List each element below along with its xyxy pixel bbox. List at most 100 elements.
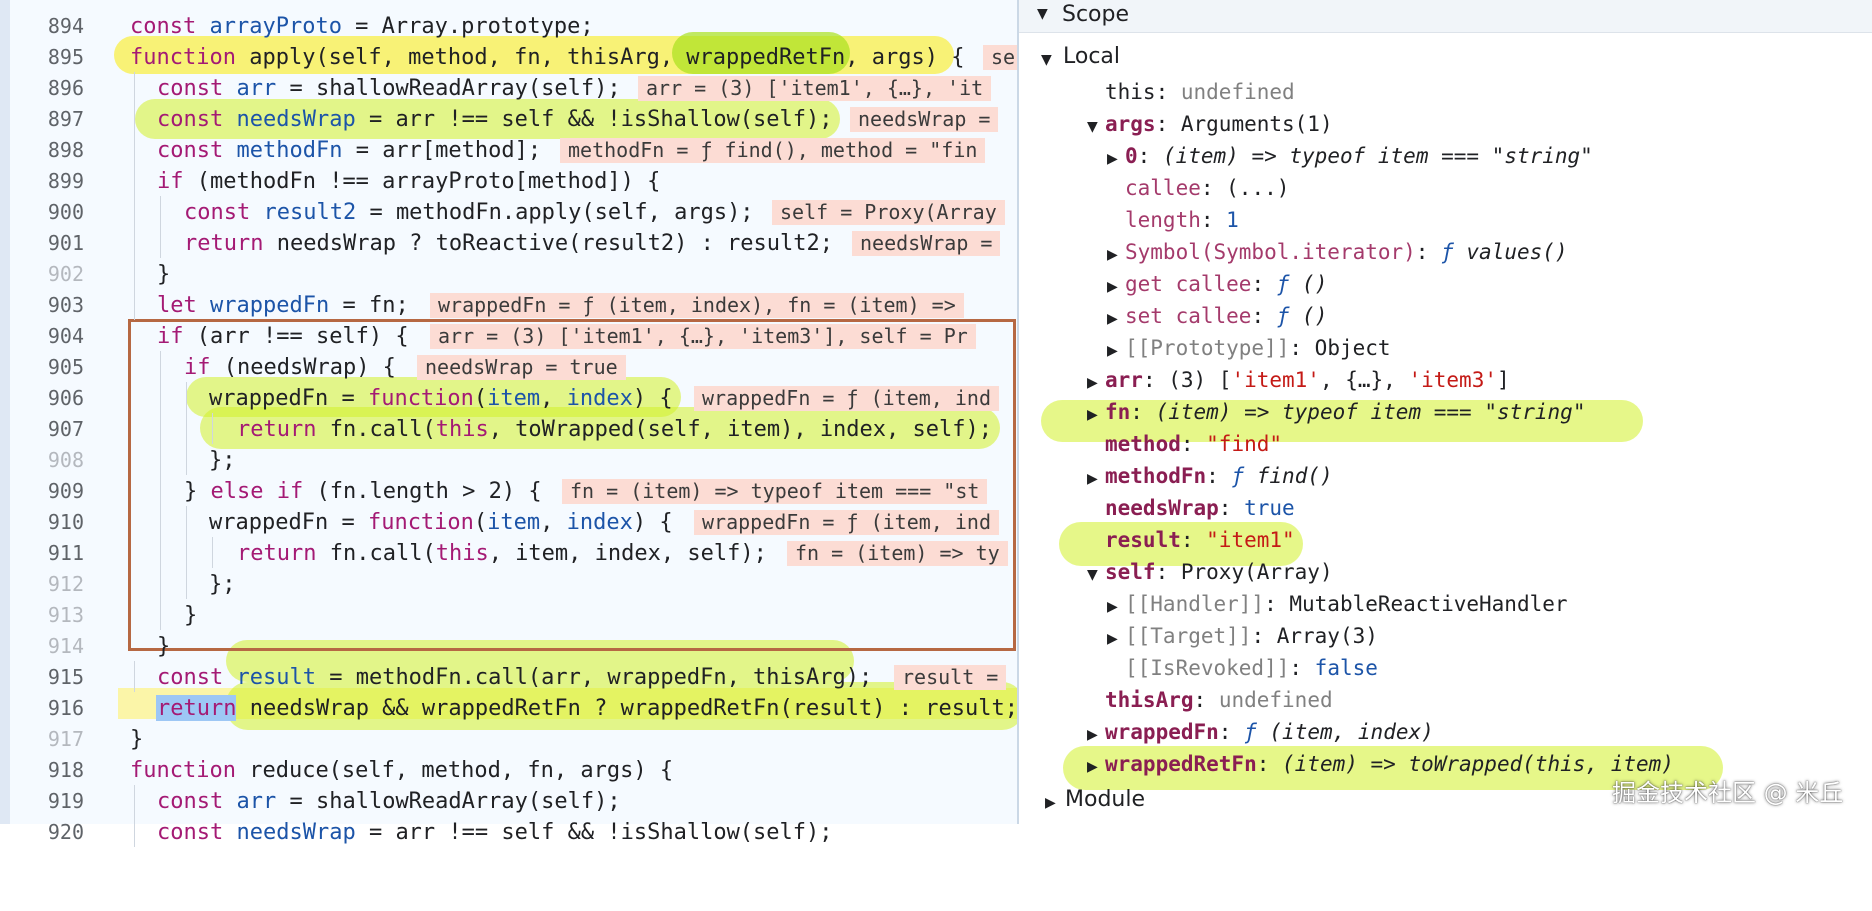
line-number[interactable]: 904: [47, 324, 84, 348]
line-number[interactable]: 907: [47, 417, 84, 441]
scope-var-method[interactable]: method: "find": [1105, 432, 1283, 456]
scope-var-args[interactable]: ▼ args: Arguments(1): [1087, 112, 1333, 136]
line-number[interactable]: 917: [47, 727, 84, 751]
code-line[interactable]: 896 const arr = shallowReadArray(self); …: [0, 72, 1018, 103]
code-line[interactable]: 904 if (arr !== self) { arr = (3) ['item…: [0, 320, 1018, 351]
code-line[interactable]: 901 return needsWrap ? toReactive(result…: [0, 227, 1018, 258]
expand-down-icon[interactable]: ▼: [1041, 52, 1052, 68]
code-text: const arrayProto = Array.prototype;: [130, 14, 594, 39]
code-line[interactable]: 894 const arrayProto = Array.prototype;: [0, 10, 1018, 41]
scope-var-prototype[interactable]: ▶ [[Prototype]]: Object: [1107, 336, 1391, 360]
code-line[interactable]: 910 wrappedFn = function(item, index) { …: [0, 506, 1018, 537]
line-number[interactable]: 918: [47, 758, 84, 782]
line-number[interactable]: 920: [47, 820, 84, 844]
code-line[interactable]: 895 function apply(self, method, fn, thi…: [0, 41, 1024, 72]
expand-right-icon[interactable]: ▶: [1087, 727, 1098, 743]
line-number[interactable]: 902: [47, 262, 84, 286]
pane-divider[interactable]: [1017, 0, 1019, 824]
code-editor[interactable]: 894 const arrayProto = Array.prototype; …: [0, 0, 1024, 847]
code-line[interactable]: 915 const result = methodFn.call(arr, wr…: [0, 661, 1018, 692]
line-number[interactable]: 915: [47, 665, 84, 689]
code-line[interactable]: 903 let wrappedFn = fn; wrappedFn = ƒ (i…: [0, 289, 1018, 320]
line-number[interactable]: 912: [47, 572, 84, 596]
code-line[interactable]: 912 };: [0, 568, 1018, 599]
line-number[interactable]: 911: [47, 541, 84, 565]
expand-right-icon[interactable]: ▶: [1087, 759, 1098, 775]
code-line[interactable]: 906 wrappedFn = function(item, index) { …: [0, 382, 1018, 413]
expand-down-icon[interactable]: ▼: [1037, 6, 1048, 22]
expand-down-icon[interactable]: ▼: [1087, 119, 1098, 135]
line-number[interactable]: 908: [47, 448, 84, 472]
expand-right-icon[interactable]: ▶: [1107, 247, 1118, 263]
scope-panel[interactable]: ▼ Scope ▼ Local this: undefined ▼ args: …: [1019, 0, 1872, 824]
scope-var-arr[interactable]: ▶ arr: (3) ['item1', {…}, 'item3']: [1087, 368, 1510, 392]
line-number[interactable]: 906: [47, 386, 84, 410]
line-number[interactable]: 903: [47, 293, 84, 317]
expand-right-icon[interactable]: ▶: [1087, 471, 1098, 487]
code-line[interactable]: 905 if (needsWrap) { needsWrap = true: [0, 351, 1018, 382]
line-number[interactable]: 899: [47, 169, 84, 193]
code-line[interactable]: 898 const methodFn = arr[method]; method…: [0, 134, 1018, 165]
expand-right-icon[interactable]: ▶: [1107, 311, 1118, 327]
scope-var-this[interactable]: this: undefined: [1105, 80, 1295, 104]
line-number[interactable]: 910: [47, 510, 84, 534]
scope-var-symbol-iterator[interactable]: ▶ Symbol(Symbol.iterator): ƒ values(): [1107, 240, 1568, 264]
line-number[interactable]: 894: [47, 14, 84, 38]
scope-var-length[interactable]: length: 1: [1125, 208, 1239, 232]
scope-var-callee[interactable]: callee: (...): [1125, 176, 1290, 200]
scope-var-target[interactable]: ▶ [[Target]]: Array(3): [1107, 624, 1378, 648]
scope-local[interactable]: ▼ Local: [1041, 44, 1121, 69]
line-number[interactable]: 895: [47, 45, 84, 69]
line-number[interactable]: 898: [47, 138, 84, 162]
scope-var-get-callee[interactable]: ▶ get callee: ƒ (): [1107, 272, 1328, 296]
expand-right-icon[interactable]: ▶: [1087, 407, 1098, 423]
line-number[interactable]: 909: [47, 479, 84, 503]
scope-var-handler[interactable]: ▶ [[Handler]]: MutableReactiveHandler: [1107, 592, 1568, 616]
line-number[interactable]: 901: [47, 231, 84, 255]
scope-module[interactable]: ▶ Module: [1045, 787, 1145, 812]
line-number[interactable]: 916: [47, 696, 84, 720]
code-line[interactable]: 914 }: [0, 630, 1018, 661]
code-line[interactable]: 899 if (methodFn !== arrayProto[method])…: [0, 165, 1018, 196]
scope-var-needsWrap[interactable]: needsWrap: true: [1105, 496, 1295, 520]
code-line[interactable]: 916 return needsWrap && wrappedRetFn ? w…: [0, 692, 1018, 723]
code-line[interactable]: 909 } else if (fn.length > 2) { fn = (it…: [0, 475, 1018, 506]
line-number[interactable]: 914: [47, 634, 84, 658]
scope-var-result[interactable]: result: "item1": [1105, 528, 1295, 552]
code-line[interactable]: 918 function reduce(self, method, fn, ar…: [0, 754, 1018, 785]
code-line[interactable]: 902 }: [0, 258, 1018, 289]
expand-right-icon[interactable]: ▶: [1087, 375, 1098, 391]
expand-right-icon[interactable]: ▶: [1107, 279, 1118, 295]
code-line[interactable]: 913 }: [0, 599, 1018, 630]
line-number[interactable]: 900: [47, 200, 84, 224]
scope-header[interactable]: ▼ Scope: [1019, 0, 1872, 33]
code-line[interactable]: 920 const needsWrap = arr !== self && !i…: [0, 816, 1018, 847]
expand-right-icon[interactable]: ▶: [1045, 795, 1056, 811]
line-number[interactable]: 913: [47, 603, 84, 627]
line-number[interactable]: 919: [47, 789, 84, 813]
code-line[interactable]: 907 return fn.call(this, toWrapped(self,…: [0, 413, 1018, 444]
code-line[interactable]: 908 };: [0, 444, 1018, 475]
line-number[interactable]: 897: [47, 107, 84, 131]
expand-down-icon[interactable]: ▼: [1087, 567, 1098, 583]
code-line[interactable]: 911 return fn.call(this, item, index, se…: [0, 537, 1018, 568]
line-number[interactable]: 905: [47, 355, 84, 379]
scope-var-wrappedRetFn[interactable]: ▶ wrappedRetFn: (item) => toWrapped(this…: [1087, 752, 1674, 776]
scope-var-wrappedFn[interactable]: ▶ wrappedFn: ƒ (item, index): [1087, 720, 1434, 744]
scope-var-isrevoked[interactable]: [[IsRevoked]]: false: [1125, 656, 1378, 680]
code-line[interactable]: 897 const needsWrap = arr !== self && !i…: [0, 103, 1018, 134]
expand-right-icon[interactable]: ▶: [1107, 343, 1118, 359]
expand-right-icon[interactable]: ▶: [1107, 631, 1118, 647]
code-line[interactable]: 919 const arr = shallowReadArray(self);: [0, 785, 1018, 816]
line-number[interactable]: 896: [47, 76, 84, 100]
code-line[interactable]: 900 const result2 = methodFn.apply(self,…: [0, 196, 1018, 227]
expand-right-icon[interactable]: ▶: [1107, 599, 1118, 615]
scope-var-args-0[interactable]: ▶ 0: (item) => typeof item === "string": [1107, 144, 1593, 168]
scope-var-fn[interactable]: ▶ fn: (item) => typeof item === "string": [1087, 400, 1586, 424]
expand-right-icon[interactable]: ▶: [1107, 151, 1118, 167]
code-line[interactable]: 917 }: [0, 723, 1018, 754]
scope-var-methodFn[interactable]: ▶ methodFn: ƒ find(): [1087, 464, 1333, 488]
scope-var-set-callee[interactable]: ▶ set callee: ƒ (): [1107, 304, 1328, 328]
scope-var-self[interactable]: ▼ self: Proxy(Array): [1087, 560, 1333, 584]
scope-var-thisArg[interactable]: thisArg: undefined: [1105, 688, 1333, 712]
